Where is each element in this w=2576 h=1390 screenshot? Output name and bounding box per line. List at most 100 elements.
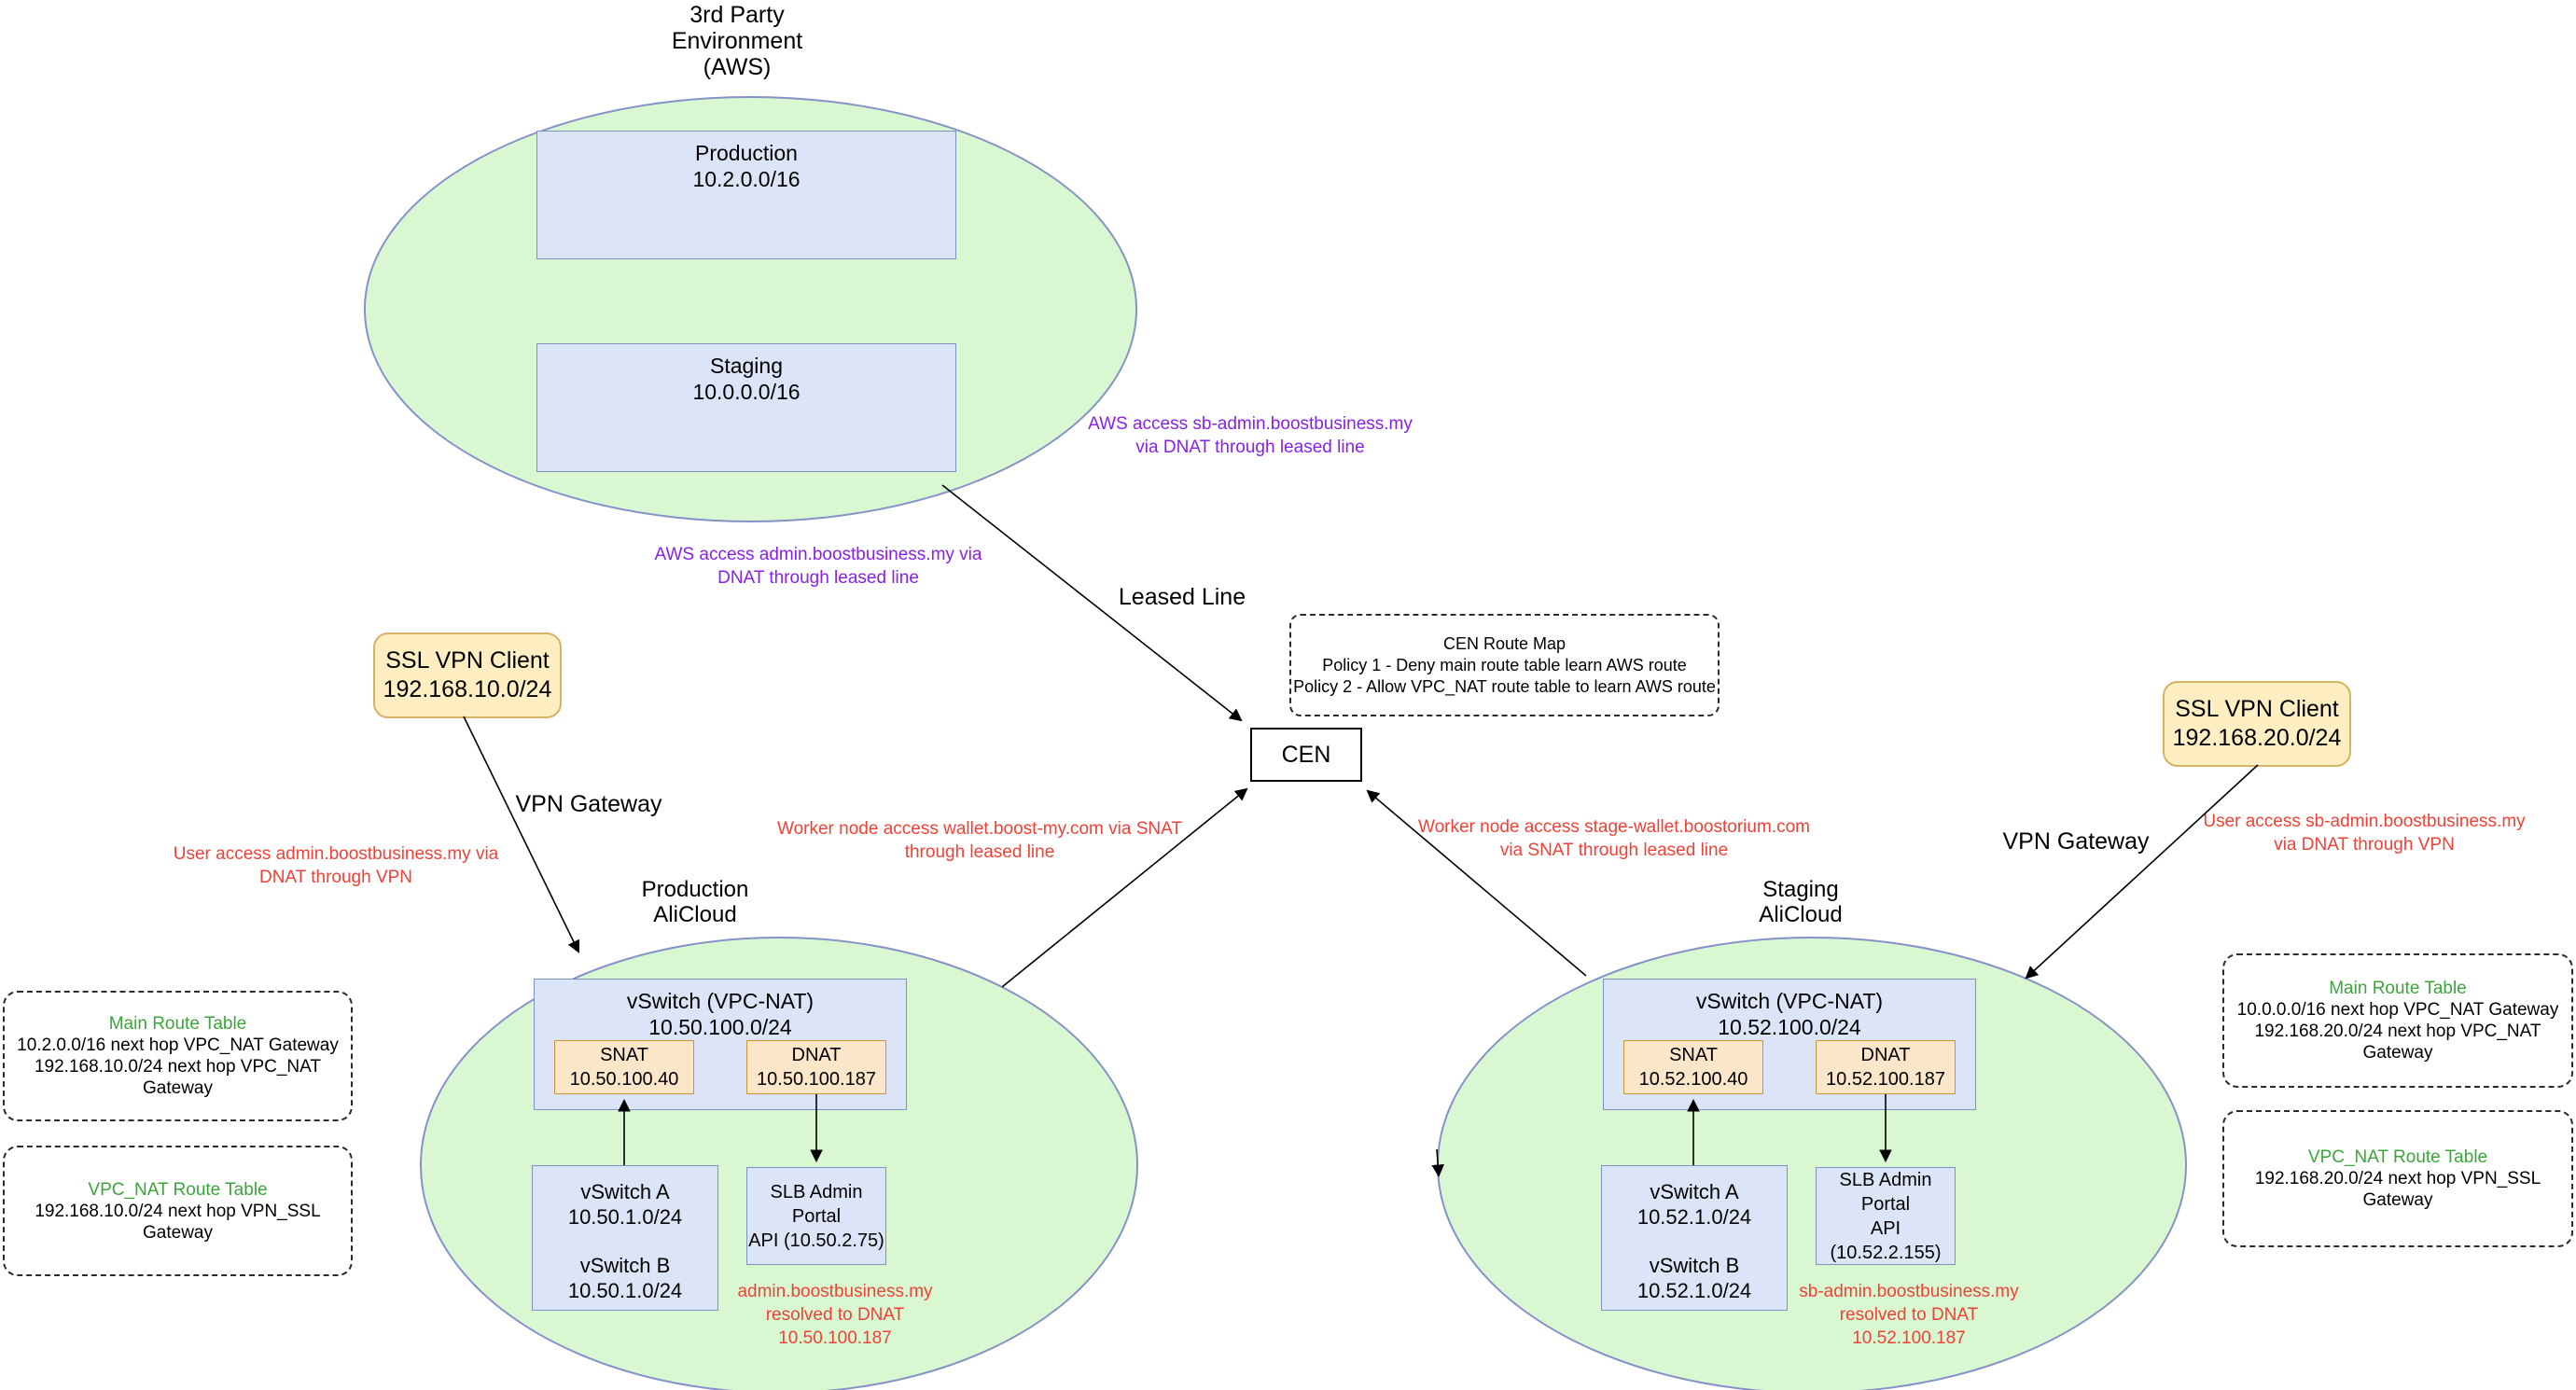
route-table-left-main-row: 192.168.10.0/24 next hop VPC_NAT Gateway: [34, 1057, 322, 1098]
production-alicloud-label-line1: Production: [641, 877, 749, 902]
annotation-worker-wallet: Worker node access wallet.boost-my.com v…: [777, 817, 1182, 864]
annotation-prod-dns: admin.boostbusiness.my resolved to DNAT …: [737, 1280, 932, 1350]
prod-dnat-title: DNAT: [791, 1045, 842, 1065]
annotation-aws-admin-line2: DNAT through leased line: [717, 568, 919, 588]
route-table-right-nat-title: VPC_NAT Route Table: [2307, 1147, 2488, 1167]
annotation-worker-wallet-line1: Worker node access wallet.boost-my.com v…: [777, 819, 1182, 839]
prod-slb-api: API (10.50.2.75): [748, 1230, 884, 1251]
ssl-vpn-client-left-box: SSL VPN Client 192.168.10.0/24: [373, 632, 562, 718]
annotation-stag-dns-line3: 10.52.100.187: [1852, 1328, 1966, 1348]
prod-slb-box: SLB Admin Portal API (10.50.2.75): [746, 1167, 886, 1265]
stag-vswitch-a: vSwitch A: [1650, 1180, 1739, 1203]
prod-snat-box: SNAT 10.50.100.40: [554, 1040, 694, 1094]
annotation-worker-stage-wallet-line2: via SNAT through leased line: [1499, 841, 1729, 860]
prod-vswitch-nat-title: vSwitch (VPC-NAT): [626, 989, 815, 1013]
stag-snat-title: SNAT: [1669, 1045, 1718, 1065]
prod-slb-title: SLB Admin Portal: [770, 1181, 863, 1227]
cen-route-map-title: CEN Route Map: [1442, 633, 1566, 653]
annotation-user-sb-admin-line2: via DNAT through VPN: [2274, 835, 2455, 855]
aws-production-subnet-box: Production 10.2.0.0/16: [536, 131, 956, 259]
stag-vswitch-nat-cidr: 10.52.100.0/24: [1718, 1015, 1861, 1039]
annotation-aws-admin: AWS access admin.boostbusiness.my via DN…: [655, 543, 982, 590]
vpn-gateway-right-label: VPN Gateway: [2002, 828, 2150, 855]
annotation-worker-wallet-line2: through leased line: [904, 842, 1055, 862]
staging-alicloud-label-line2: AliCloud: [1759, 902, 1843, 927]
cen-route-map-policy1: Policy 1 - Deny main route table learn A…: [1322, 655, 1687, 674]
stag-slb-title: SLB Admin Portal: [1839, 1169, 1932, 1215]
annotation-worker-stage-wallet-line1: Worker node access stage-wallet.boostori…: [1418, 817, 1810, 837]
annotation-user-sb-admin: User access sb-admin.boostbusiness.my vi…: [2203, 810, 2525, 856]
annotation-user-admin: User access admin.boostbusiness.my via D…: [174, 842, 498, 889]
ssl-vpn-client-right-cidr: 192.168.20.0/24: [2172, 725, 2342, 751]
stag-dnat-ip: 10.52.100.187: [1826, 1069, 1945, 1090]
annotation-prod-dns-line2: resolved to DNAT: [765, 1305, 905, 1325]
route-table-left-main: Main Route Table 10.2.0.0/16 next hop VP…: [3, 991, 353, 1121]
arrow-vpn-gateway-left: [463, 716, 580, 953]
production-alicloud-label: Production AliCloud: [642, 877, 749, 927]
stag-vswitch-a-cidr: 10.52.1.0/24: [1636, 1205, 1752, 1229]
stag-dnat-box: DNAT 10.52.100.187: [1816, 1040, 1956, 1094]
prod-vswitch-a-cidr: 10.50.1.0/24: [567, 1205, 683, 1229]
annotation-aws-admin-line1: AWS access admin.boostbusiness.my via: [654, 545, 982, 564]
stag-slb-api: API (10.52.2.155): [1830, 1217, 1942, 1263]
route-table-right-main-row: 10.0.0.0/16 next hop VPC_NAT Gateway: [2236, 1000, 2559, 1020]
prod-vswitch-a: vSwitch A: [580, 1180, 670, 1203]
annotation-stag-dns-line2: resolved to DNAT: [1839, 1305, 1979, 1325]
prod-vswitch-nat-cidr: 10.50.100.0/24: [648, 1015, 792, 1039]
stag-snat-box: SNAT 10.52.100.40: [1623, 1040, 1763, 1094]
aws-staging-cidr: 10.0.0.0/16: [692, 380, 801, 404]
annotation-prod-dns-line1: admin.boostbusiness.my: [737, 1282, 933, 1301]
aws-staging-name: Staging: [709, 354, 783, 378]
prod-snat-ip: 10.50.100.40: [569, 1069, 679, 1090]
stag-dnat-title: DNAT: [1860, 1045, 1911, 1065]
prod-vswitch-b-cidr: 10.50.1.0/24: [567, 1279, 683, 1302]
prod-vswitch-ab-box: vSwitch A 10.50.1.0/24 vSwitch B 10.50.1…: [532, 1165, 718, 1311]
annotation-aws-sb-admin-line1: AWS access sb-admin.boostbusiness.my: [1088, 414, 1413, 434]
route-table-right-nat: VPC_NAT Route Table 192.168.20.0/24 next…: [2222, 1110, 2573, 1247]
annotation-user-sb-admin-line1: User access sb-admin.boostbusiness.my: [2203, 812, 2526, 831]
route-table-left-nat: VPC_NAT Route Table 192.168.10.0/24 next…: [3, 1146, 353, 1276]
route-table-left-nat-row: 192.168.10.0/24 next hop VPN_SSL Gateway: [35, 1201, 321, 1243]
ssl-vpn-client-left-title: SSL VPN Client: [385, 647, 550, 674]
ssl-vpn-client-right-title: SSL VPN Client: [2175, 696, 2339, 722]
aws-production-cidr: 10.2.0.0/16: [692, 167, 801, 191]
prod-dnat-box: DNAT 10.50.100.187: [746, 1040, 886, 1094]
staging-alicloud-label-line1: Staging: [1762, 877, 1839, 902]
aws-title-line1: 3rd Party: [689, 2, 785, 28]
annotation-aws-sb-admin-line2: via DNAT through leased line: [1135, 438, 1365, 457]
stag-slb-box: SLB Admin Portal API (10.52.2.155): [1816, 1167, 1956, 1265]
route-table-right-main-title: Main Route Table: [2329, 979, 2467, 998]
production-alicloud-label-line2: AliCloud: [653, 902, 737, 927]
route-table-left-main-title: Main Route Table: [108, 1014, 247, 1034]
aws-title-line2: Environment: [671, 28, 803, 54]
stag-vswitch-nat-title: vSwitch (VPC-NAT): [1695, 989, 1884, 1013]
arrow-vpn-gateway-right: [2025, 764, 2259, 980]
annotation-aws-sb-admin: AWS access sb-admin.boostbusiness.my via…: [1088, 412, 1413, 459]
route-table-right-main: Main Route Table 10.0.0.0/16 next hop VP…: [2222, 953, 2573, 1088]
stag-vswitch-ab-box: vSwitch A 10.52.1.0/24 vSwitch B 10.52.1…: [1601, 1165, 1788, 1311]
stag-vswitch-b: vSwitch B: [1649, 1254, 1740, 1277]
aws-title: 3rd Party Environment (AWS): [672, 2, 802, 80]
leased-line-label: Leased Line: [1118, 584, 1246, 610]
cen-box: CEN: [1250, 728, 1362, 782]
annotation-user-admin-line1: User access admin.boostbusiness.my via: [173, 844, 499, 864]
route-table-left-main-row: 10.2.0.0/16 next hop VPC_NAT Gateway: [17, 1036, 339, 1055]
aws-staging-subnet-box: Staging 10.0.0.0/16: [536, 343, 956, 472]
prod-dnat-ip: 10.50.100.187: [757, 1069, 876, 1090]
cen-route-map-policy2: Policy 2 - Allow VPC_NAT route table to …: [1293, 676, 1716, 696]
route-table-right-main-row: 192.168.20.0/24 next hop VPC_NAT Gateway: [2254, 1022, 2541, 1063]
annotation-stag-dns-line1: sb-admin.boostbusiness.my: [1799, 1282, 2019, 1301]
prod-snat-title: SNAT: [600, 1045, 648, 1065]
ssl-vpn-client-left-cidr: 192.168.10.0/24: [383, 676, 552, 702]
staging-alicloud-label: Staging AliCloud: [1759, 877, 1842, 927]
vpn-gateway-left-label: VPN Gateway: [515, 791, 662, 817]
aws-production-name: Production: [695, 141, 798, 165]
prod-vswitch-b: vSwitch B: [579, 1254, 671, 1277]
ssl-vpn-client-right-box: SSL VPN Client 192.168.20.0/24: [2163, 681, 2351, 767]
route-table-right-nat-row: 192.168.20.0/24 next hop VPN_SSL Gateway: [2254, 1169, 2541, 1210]
route-table-left-nat-title: VPC_NAT Route Table: [88, 1179, 268, 1200]
aws-title-line3: (AWS): [703, 54, 772, 80]
stag-snat-ip: 10.52.100.40: [1638, 1069, 1748, 1090]
cen-route-map-box: CEN Route Map Policy 1 - Deny main route…: [1289, 614, 1720, 716]
